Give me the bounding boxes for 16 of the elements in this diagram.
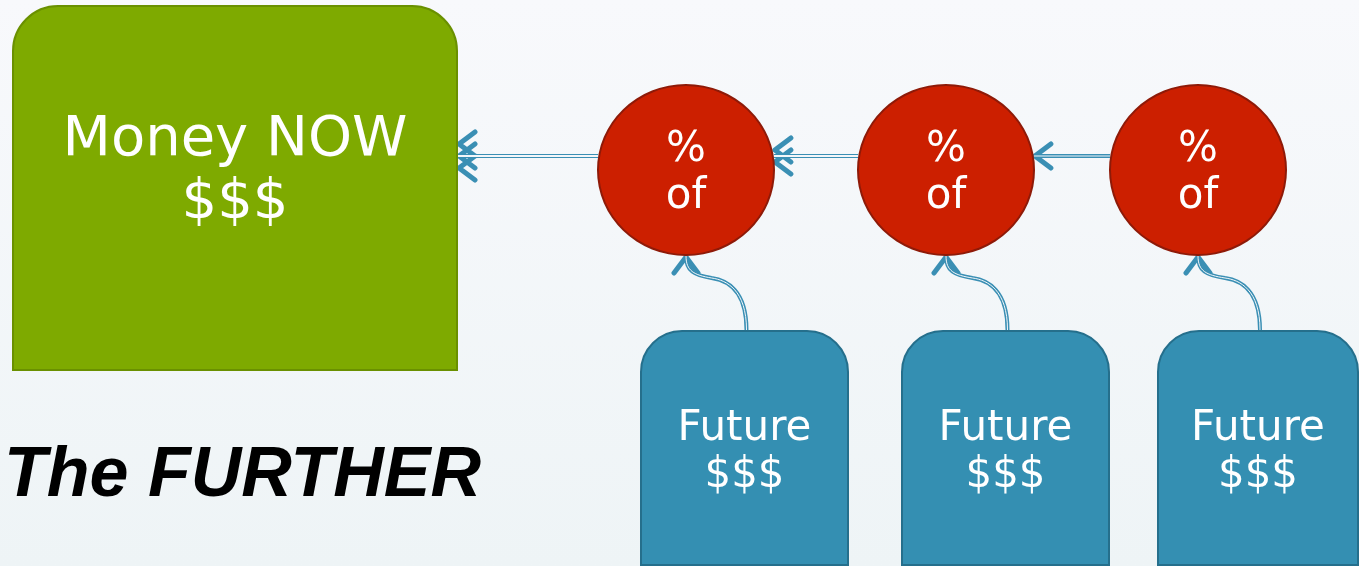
rounded-box: [12, 5, 458, 371]
rounded-box: [1157, 330, 1359, 566]
arrow: [1184, 254, 1262, 331]
arrow: [932, 254, 1010, 331]
arrow: [1032, 141, 1111, 171]
node-text: Future $$$: [1190, 402, 1326, 497]
node-text: % of: [664, 122, 708, 218]
node-text: Future $$$: [937, 402, 1074, 497]
node-text: Future $$$: [676, 402, 813, 497]
rounded-box: [640, 330, 849, 566]
rounded-box: [901, 330, 1110, 566]
heading-text: The FURTHER: [4, 432, 482, 512]
node-text: Money NOW $$$: [61, 105, 409, 231]
node-text: % of: [1176, 122, 1220, 218]
arrow: [672, 254, 749, 331]
node-text: % of: [924, 122, 968, 218]
